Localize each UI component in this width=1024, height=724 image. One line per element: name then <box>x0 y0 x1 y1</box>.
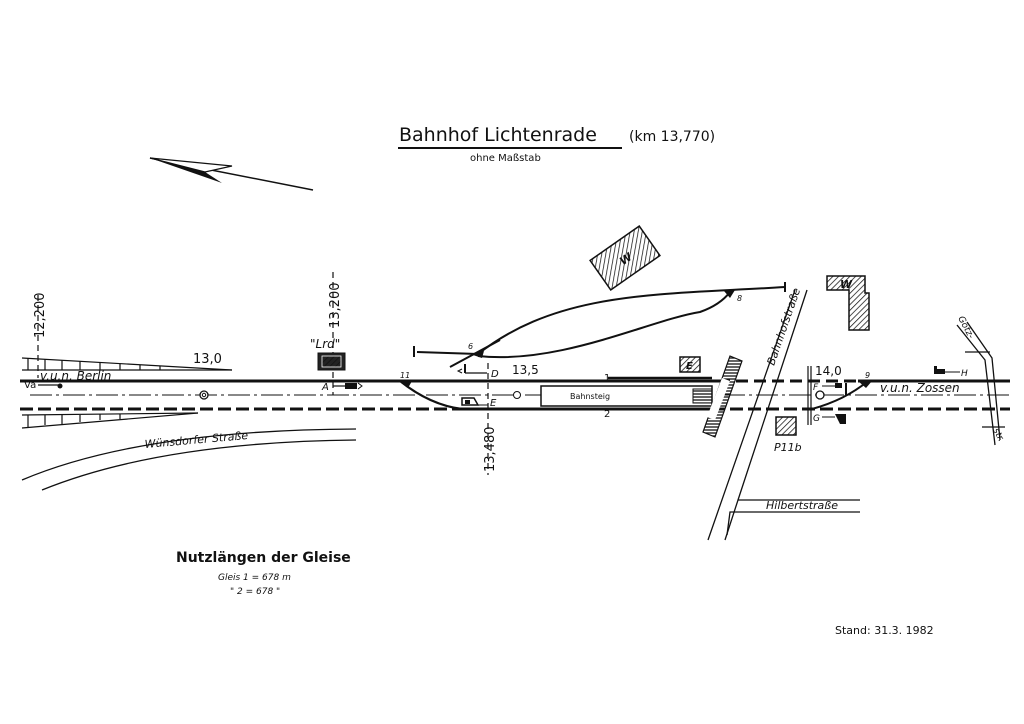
building-w2: W <box>826 275 870 331</box>
svg-text:"Lrd": "Lrd" <box>310 337 340 351</box>
legend-track-1: Gleis 1 = 678 m <box>218 573 291 583</box>
building-e: E <box>679 356 701 373</box>
legend-track-2: " 2 = 678 " <box>230 587 280 597</box>
svg-text:13,480: 13,480 <box>483 427 498 473</box>
street-hilbert-label: Hilbertstraße <box>766 499 838 512</box>
km-label-13-0: 13,0 <box>193 352 222 367</box>
svg-text:E: E <box>686 361 693 372</box>
platform-label: Bahnsteig <box>570 392 610 401</box>
track-2-label: 2 <box>604 409 610 420</box>
track-1-label: 1 <box>604 373 610 384</box>
km-label-14-0: 14,0 <box>815 364 842 378</box>
signal-h: H <box>934 366 968 379</box>
switch-6-frog-icon <box>470 351 484 358</box>
title-km: (km 13,770) <box>629 129 715 145</box>
station-building-lrd: "Lrd" <box>310 337 346 371</box>
street-bahnhof-label: Bahnhofstraße <box>765 286 804 367</box>
page-title: Bahnhof Lichtenrade <box>399 124 597 146</box>
signal-g: G <box>813 414 846 424</box>
km-marker-13200: 13,200 <box>328 272 343 395</box>
km-post-icon-inner <box>201 392 207 398</box>
signal-e: E <box>461 397 497 409</box>
km-post-icon <box>199 390 209 400</box>
svg-text:A: A <box>321 382 329 393</box>
street-wuensdorfer-label: Wünsdorfer Straße <box>144 429 249 451</box>
km-marker-13480: 13,480 <box>483 363 498 475</box>
km-label-13-5: 13,5 <box>512 363 539 377</box>
stand-date: Stand: 31.3. 1982 <box>835 624 934 637</box>
svg-text:D: D <box>491 369 499 380</box>
svg-text:F: F <box>813 383 819 393</box>
km-marker-12200: 12,200 <box>33 293 48 378</box>
switch-6-label: 6 <box>468 342 473 351</box>
north-arrow-icon <box>149 157 314 191</box>
signal-f: F <box>813 383 847 395</box>
platform-stairs <box>692 388 713 404</box>
legend-heading: Nutzlängen der Gleise <box>176 550 351 566</box>
signal-a: A <box>321 382 363 393</box>
switch-11-frog-icon <box>400 381 412 388</box>
svg-text:G: G <box>813 414 820 424</box>
svg-text:12,200: 12,200 <box>33 293 48 339</box>
street-goetz-label-2: str. <box>990 427 1005 444</box>
signal-va: Va <box>24 380 63 391</box>
svg-text:13,200: 13,200 <box>328 283 343 329</box>
switch-9-frog-icon <box>858 381 872 388</box>
svg-text:Va: Va <box>24 380 36 391</box>
direction-zossen: v.u.n. Zossen <box>880 381 960 395</box>
svg-text:H: H <box>961 369 968 379</box>
street-wuensdorfer <box>21 428 357 491</box>
street-goetz <box>956 321 1005 446</box>
siding-track <box>413 282 786 368</box>
boundary-marker <box>807 366 812 425</box>
embankment <box>21 357 233 429</box>
switch-8-frog-icon <box>724 290 735 298</box>
svg-text:E: E <box>490 398 497 409</box>
street-bahnhof <box>707 289 860 541</box>
subtitle: ohne Maßstab <box>470 153 541 164</box>
svg-text:P11b: P11b <box>774 441 802 454</box>
bridge <box>702 355 743 438</box>
svg-text:W: W <box>840 278 853 291</box>
km-post-icon <box>513 391 521 399</box>
signal-d: D <box>456 364 499 380</box>
switch-9-label: 9 <box>865 371 870 380</box>
building-w1: W <box>589 225 661 291</box>
switch-8-label: 8 <box>737 294 742 303</box>
switch-11-label: 11 <box>400 371 410 380</box>
platform <box>540 385 713 407</box>
km-post-icon <box>815 390 825 400</box>
building-p11b: P11b <box>774 416 802 454</box>
